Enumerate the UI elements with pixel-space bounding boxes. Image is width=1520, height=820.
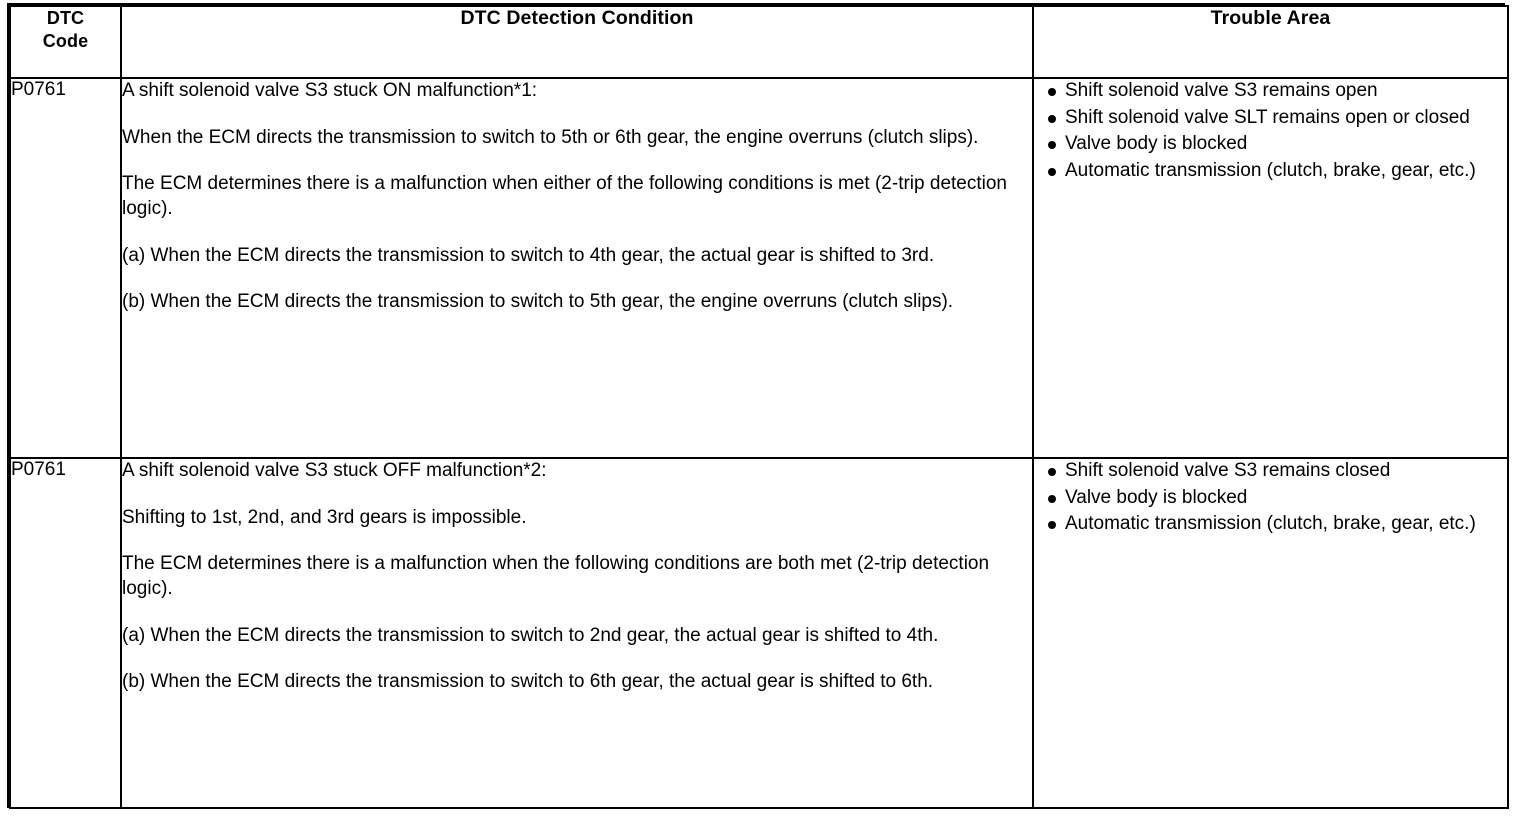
table-row: P0761 A shift solenoid valve S3 stuck ON… (9, 77, 1509, 459)
list-item-label: Valve body is blocked (1065, 486, 1248, 508)
dtc-code-value: P0761 (11, 79, 66, 100)
condition-paragraph: The ECM determines there is a malfunctio… (122, 553, 990, 600)
bullet-icon (1048, 168, 1056, 177)
dtc-code-cell: P0761 (9, 457, 122, 809)
list-item: Shift solenoid valve SLT remains open or… (1034, 106, 1507, 131)
list-item-label: Automatic transmission (clutch, brake, g… (1065, 160, 1476, 182)
list-item-label: Shift solenoid valve SLT remains open or… (1065, 106, 1470, 128)
list-item: Valve body is blocked (1034, 132, 1507, 157)
list-item-label: Shift solenoid valve S3 remains open (1065, 80, 1378, 101)
list-item-label: Shift solenoid valve S3 remains closed (1065, 460, 1391, 481)
bullet-icon (1048, 521, 1056, 530)
trouble-area-cell: Shift solenoid valve S3 remains open Shi… (1032, 77, 1509, 459)
table-body: P0761 A shift solenoid valve S3 stuck ON… (9, 77, 1509, 809)
column-header-dtc-code: DTC Code (9, 5, 122, 79)
condition-paragraph: (b) When the ECM directs the transmissio… (122, 671, 934, 693)
detection-condition-cell: A shift solenoid valve S3 stuck ON malfu… (120, 77, 1034, 459)
column-header-dtc-code-line1: DTC (46, 8, 85, 28)
trouble-area-cell: Shift solenoid valve S3 remains closed V… (1032, 457, 1509, 809)
dtc-code-value: P0761 (11, 459, 66, 480)
bullet-icon (1048, 468, 1056, 476)
bullet-icon (1048, 141, 1056, 150)
dtc-code-cell: P0761 (9, 77, 122, 459)
condition-paragraph: (b) When the ECM directs the transmissio… (122, 291, 954, 313)
list-item: Automatic transmission (clutch, brake, g… (1034, 159, 1507, 184)
condition-paragraph: A shift solenoid valve S3 stuck ON malfu… (122, 80, 538, 101)
bullet-icon (1048, 494, 1056, 503)
table-header: DTC Code DTC Detection Condition Trouble… (9, 5, 1509, 79)
list-item: Shift solenoid valve S3 remains closed (1034, 459, 1507, 484)
list-item: Shift solenoid valve S3 remains open (1034, 79, 1507, 104)
dtc-table: DTC Code DTC Detection Condition Trouble… (9, 5, 1509, 809)
condition-paragraph: (a) When the ECM directs the transmissio… (122, 244, 935, 266)
header-row: DTC Code DTC Detection Condition Trouble… (9, 5, 1509, 79)
column-header-trouble-area: Trouble Area (1032, 5, 1509, 79)
condition-paragraph: When the ECM directs the transmission to… (122, 126, 979, 148)
detection-condition-cell: A shift solenoid valve S3 stuck OFF malf… (120, 457, 1034, 809)
condition-paragraph: Shifting to 1st, 2nd, and 3rd gears is i… (122, 506, 527, 528)
trouble-area-list: Shift solenoid valve S3 remains closed V… (1034, 459, 1507, 537)
trouble-area-list: Shift solenoid valve S3 remains open Shi… (1034, 79, 1507, 184)
column-header-dtc-code-line2: Code (42, 31, 89, 52)
list-item: Valve body is blocked (1034, 486, 1507, 511)
list-item: Automatic transmission (clutch, brake, g… (1034, 512, 1507, 537)
bullet-icon (1048, 88, 1056, 96)
list-item-label: Automatic transmission (clutch, brake, g… (1065, 513, 1476, 535)
bullet-icon (1048, 114, 1056, 123)
table-row: P0761 A shift solenoid valve S3 stuck OF… (9, 457, 1509, 809)
column-header-detection-condition: DTC Detection Condition (120, 5, 1034, 79)
condition-paragraph: The ECM determines there is a malfunctio… (122, 173, 1007, 220)
condition-paragraph: A shift solenoid valve S3 stuck OFF malf… (122, 460, 547, 481)
list-item-label: Valve body is blocked (1065, 133, 1248, 155)
condition-paragraph: (a) When the ECM directs the transmissio… (122, 624, 939, 646)
